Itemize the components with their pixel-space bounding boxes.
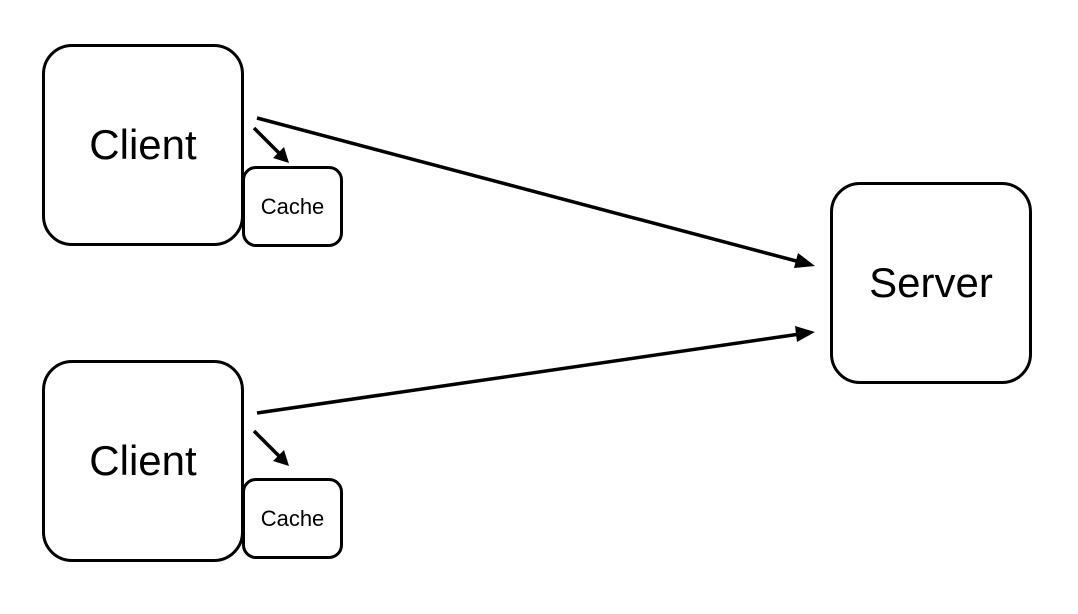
cache-box-bottom: Cache: [242, 478, 343, 559]
arrowhead-bottom-cache: [273, 450, 289, 466]
server-box: Server: [830, 182, 1032, 384]
client-label: Client: [89, 121, 197, 168]
client-label: Client: [89, 437, 197, 484]
arrowhead-top-cache: [273, 147, 289, 163]
arrowhead-bottom-server: [795, 326, 815, 342]
cache-label: Cache: [260, 505, 325, 531]
arrow-client-top-to-server: [256, 116, 801, 264]
server-label: Server: [869, 259, 993, 306]
client-box-bottom: Client: [42, 360, 244, 562]
cache-label: Cache: [260, 193, 325, 219]
arrow-client-bottom-to-cache: [252, 429, 282, 459]
arrow-client-bottom-to-server: [256, 332, 801, 415]
arrowhead-top-server: [794, 253, 815, 268]
arrow-client-top-to-cache: [252, 126, 282, 156]
client-box-top: Client: [42, 44, 244, 246]
cache-box-top: Cache: [242, 166, 343, 247]
